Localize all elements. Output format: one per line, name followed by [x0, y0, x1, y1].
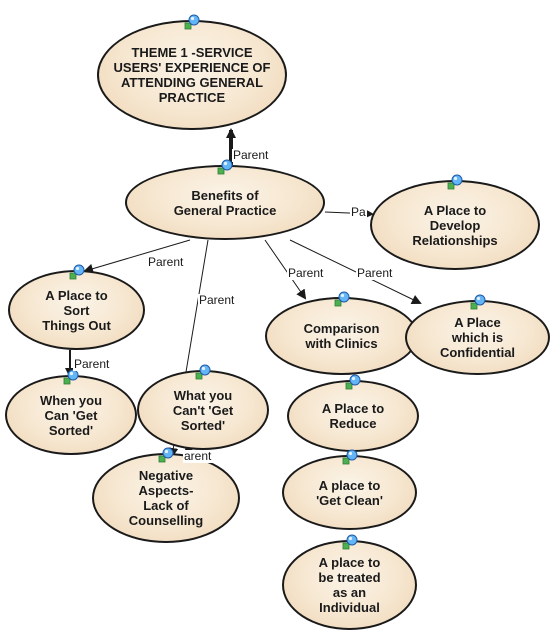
- edge-label: Parent: [147, 255, 185, 269]
- node-map-icon: [195, 364, 211, 380]
- node-negative[interactable]: Negative Aspects- Lack of Counselling: [92, 447, 240, 543]
- node-confidential[interactable]: A Place which is Confidential: [405, 294, 550, 375]
- edge-label: Parent: [287, 266, 325, 280]
- node-label: When you Can 'Get Sorted': [39, 392, 103, 438]
- node-map-icon: [334, 291, 349, 307]
- edge-benefits-to-sort[interactable]: [83, 239, 191, 274]
- node-map-icon: [447, 174, 463, 190]
- node-cant[interactable]: What you Can't 'Get Sorted': [137, 364, 269, 450]
- edge-benefits-to-confidential[interactable]: [289, 239, 422, 305]
- node-develop[interactable]: A Place to Develop Relationships: [370, 174, 540, 270]
- node-label: Benefits of General Practice: [173, 187, 277, 218]
- edge-label: Parent: [356, 266, 394, 280]
- node-label: Negative Aspects- Lack of Counselling: [128, 468, 204, 528]
- node-reduce[interactable]: A Place to Reduce: [287, 374, 419, 452]
- node-map-icon: [184, 14, 200, 30]
- node-map-icon: [345, 374, 361, 390]
- node-map-icon: [470, 294, 485, 310]
- node-benefits[interactable]: Benefits of General Practice: [125, 159, 325, 240]
- node-map-icon: [63, 369, 79, 385]
- node-label: A place to be treated as an Individual: [318, 555, 381, 615]
- node-label: A Place to Develop Relationships: [412, 202, 498, 248]
- edge-label: arent: [183, 449, 213, 463]
- node-when[interactable]: When you Can 'Get Sorted': [5, 369, 137, 455]
- node-label: A place to 'Get Clean': [316, 477, 383, 508]
- node-comparison[interactable]: Comparison with Clinics: [265, 291, 418, 375]
- node-map-icon: [342, 534, 357, 550]
- node-label: A Place to Sort Things Out: [42, 287, 111, 333]
- node-clean[interactable]: A place to 'Get Clean': [282, 449, 417, 530]
- node-map-icon: [158, 447, 174, 463]
- node-label: A Place which is Confidential: [439, 315, 516, 360]
- node-label: THEME 1 -SERVICE USERS' EXPERIENCE OF AT…: [113, 45, 271, 105]
- node-sort[interactable]: A Place to Sort Things Out: [8, 264, 145, 350]
- edge-label: Pa: [350, 205, 367, 219]
- node-label: Comparison with Clinics: [303, 321, 380, 351]
- node-map-icon: [342, 449, 357, 465]
- node-map-icon: [217, 159, 233, 175]
- edge-label: Parent: [198, 293, 236, 307]
- node-individual[interactable]: A place to be treated as an Individual: [282, 534, 417, 630]
- node-map-icon: [69, 264, 84, 280]
- edge-label: Parent: [232, 148, 270, 162]
- edge-label: Parent: [73, 357, 111, 371]
- edge-benefits-to-comparison[interactable]: [264, 239, 307, 300]
- node-label: What you Can't 'Get Sorted': [172, 387, 234, 433]
- node-label: A Place to Reduce: [321, 401, 385, 431]
- node-theme[interactable]: THEME 1 -SERVICE USERS' EXPERIENCE OF AT…: [97, 14, 287, 130]
